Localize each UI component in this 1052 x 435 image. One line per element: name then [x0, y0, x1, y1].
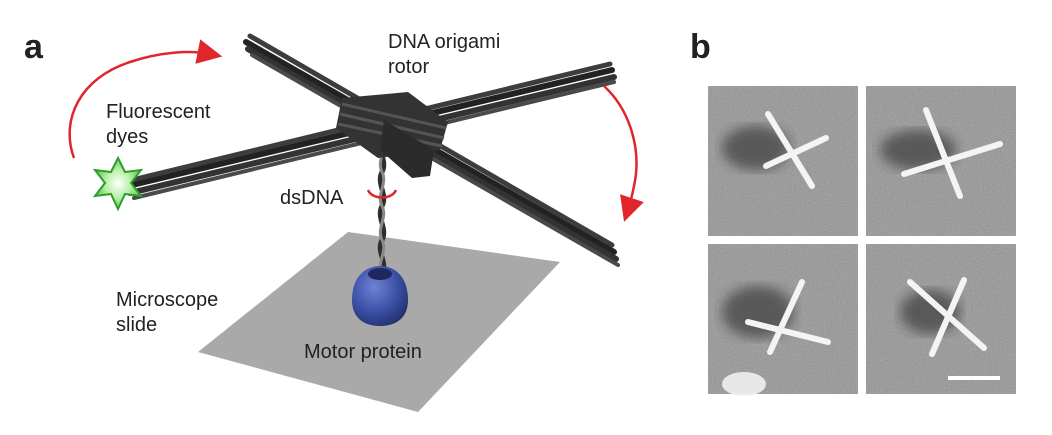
motor-protein — [352, 266, 408, 326]
slide-label: Microscope slide — [116, 289, 219, 336]
rotation-arrow-left — [68, 39, 223, 159]
fluorescent-dye — [92, 155, 144, 212]
micrograph-grid — [708, 86, 1016, 396]
dsdna-twist-arrow — [366, 189, 398, 199]
micrograph-bottom-left — [708, 244, 858, 396]
rotor-label: DNA origami rotor — [388, 31, 501, 78]
rotor-schematic — [68, 33, 644, 412]
panel-a-letter: a — [24, 28, 43, 66]
rotation-arrow-right — [603, 85, 644, 222]
panel-b-letter: b — [690, 28, 711, 66]
micrograph-top-left — [708, 86, 858, 236]
micrograph-bottom-right — [866, 244, 1016, 394]
motor-protein-label: Motor protein — [304, 341, 422, 363]
dyes-label: Fluorescent dyes — [106, 101, 211, 148]
micrograph-top-right — [866, 86, 1016, 236]
dsdna-strand — [377, 136, 387, 276]
rotor-hub — [336, 92, 448, 178]
dsdna-label: dsDNA — [280, 187, 344, 209]
